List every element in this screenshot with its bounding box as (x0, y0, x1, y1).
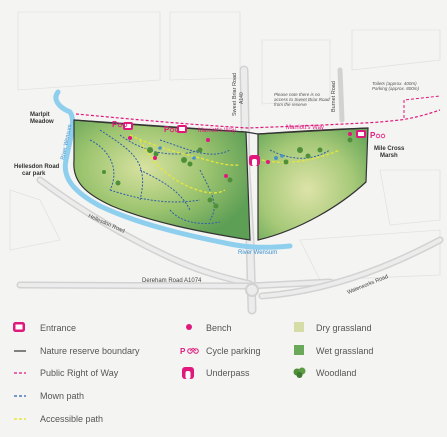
roundabout (245, 283, 259, 297)
note-line-1: Please note there is no (274, 92, 321, 97)
cycle-p-label: P (112, 120, 118, 129)
svg-text:Nature reserve boundary: Nature reserve boundary (40, 346, 140, 356)
legend-item-dry: Dry grassland (294, 322, 372, 333)
legend-item-boundary: Nature reserve boundary (14, 346, 140, 356)
reserve-east (257, 127, 369, 241)
legend-item-wet: Wet grassland (294, 345, 373, 356)
legend-item-mown: Mown path (14, 391, 84, 401)
cycle-p-label: P (370, 131, 376, 140)
legend: Entrance Nature reserve boundary Public … (13, 322, 373, 424)
mown-paths (89, 129, 331, 224)
label-hellesdon-car-2: car park (22, 171, 46, 177)
tree-icon (293, 367, 306, 378)
label-marlpit: Marlpit (30, 112, 50, 118)
entrance-icon[interactable] (356, 130, 366, 138)
note-line-3: from the reserve (274, 102, 307, 107)
svg-text:Mown path: Mown path (40, 391, 84, 401)
svg-text:Bench: Bench (206, 323, 232, 333)
reserve-west (73, 119, 251, 241)
legend-item-accessible: Accessible path (14, 414, 103, 424)
road-burnet (337, 67, 345, 123)
legend-item-cycle: P Cycle parking (180, 346, 261, 356)
background-blocks (9, 11, 441, 281)
river-wensum (53, 89, 293, 250)
wet-patches (158, 146, 284, 160)
svg-text:P: P (180, 347, 186, 356)
label-meadow: Meadow (30, 119, 54, 125)
bicycle-icon[interactable]: P (370, 131, 386, 140)
bicycle-icon[interactable]: P (112, 120, 128, 129)
toilets-line-2: Parking (approx. 800m) (372, 86, 420, 91)
public-right-of-way (75, 109, 441, 129)
benches (128, 132, 352, 178)
label-marriotts-2: Marriott's Way (286, 125, 324, 131)
svg-text:Cycle parking: Cycle parking (206, 346, 261, 356)
note-line-2: access to Sweet Briar Road (274, 97, 330, 102)
label-sweet-briar-1: Sweet Briar Road (232, 73, 238, 116)
legend-item-woodland: Woodland (293, 367, 356, 378)
entrance-icon[interactable] (177, 125, 187, 133)
legend-item-entrance: Entrance (13, 322, 76, 333)
entrance-icon (13, 322, 25, 332)
svg-text:Wet grassland: Wet grassland (316, 346, 373, 356)
legend-item-bench: Bench (186, 323, 232, 333)
entrance-icon[interactable] (123, 122, 133, 130)
label-hellesdon-car-1: Hellesdon Road (14, 164, 60, 170)
svg-text:Woodland: Woodland (316, 368, 356, 378)
label-mile-cross-2: Marsh (380, 153, 398, 159)
prow-toilets (403, 95, 441, 118)
svg-text:Public Right of Way: Public Right of Way (40, 368, 119, 378)
label-burnet-road: Burnet Road (331, 81, 337, 112)
svg-text:Entrance: Entrance (40, 323, 76, 333)
bicycle-icon: P (180, 347, 199, 356)
svg-text:Dry grassland: Dry grassland (316, 323, 372, 333)
legend-item-underpass: Underpass (182, 367, 250, 379)
svg-text:Accessible path: Accessible path (40, 414, 103, 424)
cycle-p-label: P (164, 125, 170, 134)
underpass-icon[interactable] (249, 155, 260, 166)
label-river-bottom: River Wensum (238, 250, 277, 256)
label-dereham-road: Dereham Road A1074 (142, 278, 202, 284)
boundary-top (73, 119, 369, 135)
label-marriotts-1: Marriott's Way (198, 128, 236, 134)
label-sweet-briar-2: A140 (239, 92, 245, 104)
svg-text:Underpass: Underpass (206, 368, 250, 378)
woodland-clumps (102, 137, 353, 209)
bicycle-icon[interactable]: P (164, 125, 180, 134)
toilets-line-1: Toilets (approx. 400m) (372, 81, 417, 86)
legend-item-prow: Public Right of Way (14, 368, 119, 378)
underpass-icon (182, 367, 194, 379)
label-mile-cross-1: Mile Cross (374, 146, 405, 152)
